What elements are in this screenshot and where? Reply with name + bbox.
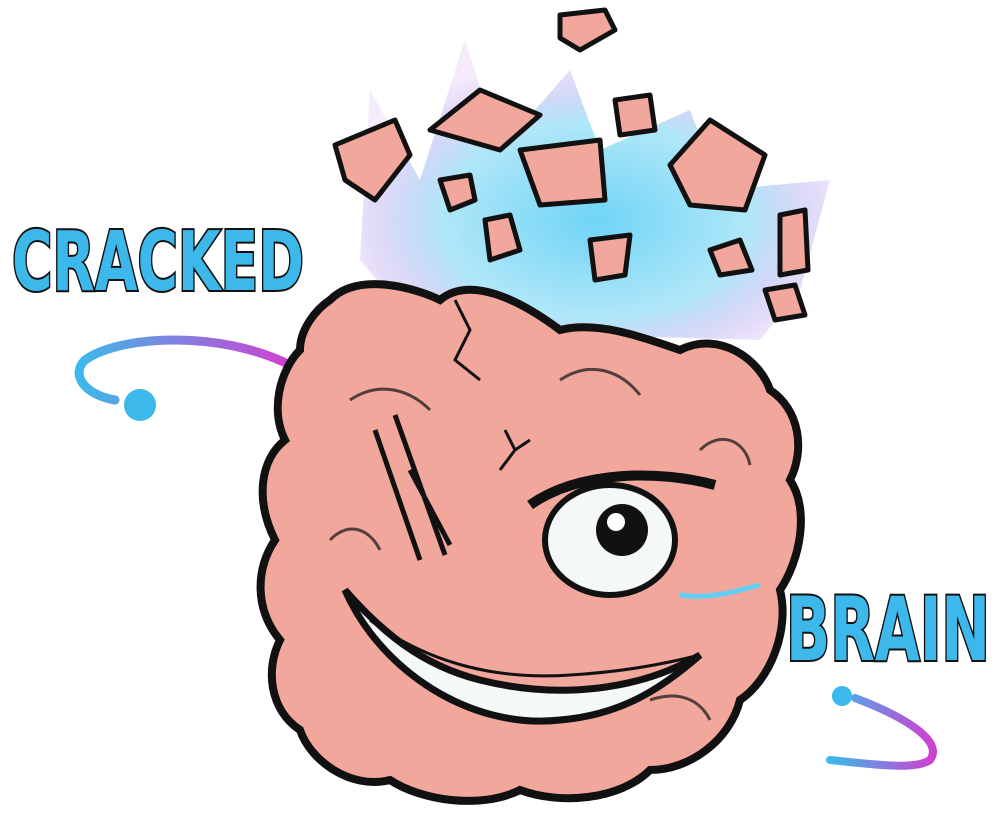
- brain-character: [256, 280, 805, 805]
- swoosh-orbit-right: [826, 686, 937, 770]
- logo-word-cracked: CRACKED: [12, 215, 304, 310]
- eye: [527, 470, 717, 598]
- skull-fragments: [332, 7, 811, 323]
- swoosh-orbit-left: [74, 335, 295, 421]
- logo-word-brain: BRAIN: [786, 578, 990, 681]
- smile: [341, 587, 703, 725]
